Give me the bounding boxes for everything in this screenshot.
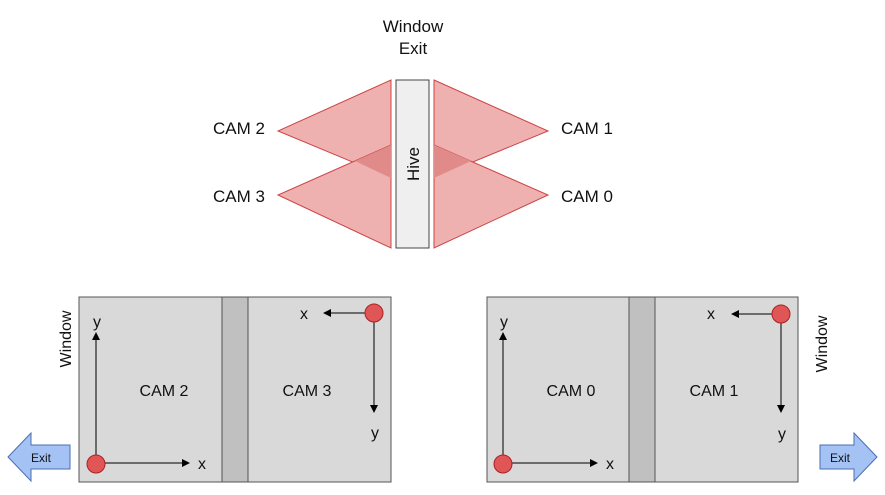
left-origin-dot xyxy=(86,454,106,474)
cam2-label: CAM 2 xyxy=(213,119,265,138)
left-fov-overlap xyxy=(355,145,391,178)
left-cam-label-b: CAM 3 xyxy=(283,383,332,400)
right-b-x-label: x xyxy=(707,306,715,323)
cam2-fov xyxy=(276,79,392,179)
left-b-x-label: x xyxy=(300,306,308,323)
right-fov-overlap xyxy=(434,145,471,178)
left-y-label: y xyxy=(93,314,101,331)
right-exit-label: Exit xyxy=(830,451,851,465)
left-camera-panel: Window CAM 2 CAM 3 y x x y Exit xyxy=(7,296,392,483)
right-x-label: x xyxy=(606,456,614,473)
left-x-label: x xyxy=(198,456,206,473)
cam1-fov xyxy=(433,79,550,179)
window-exit-label-line1: Window xyxy=(383,17,444,36)
left-b-y-label: y xyxy=(371,425,379,442)
right-origin-dot xyxy=(493,454,513,474)
right-cam-label-b: CAM 1 xyxy=(690,383,739,400)
left-exit-label: Exit xyxy=(31,451,52,465)
cam0-fov xyxy=(433,144,550,249)
right-panel-divider xyxy=(628,296,656,483)
cam3-fov xyxy=(276,144,392,249)
right-window-label: Window xyxy=(814,315,831,372)
cam0-label: CAM 0 xyxy=(561,187,613,206)
right-camera-panel: CAM 0 CAM 1 y x x y Window Exit xyxy=(486,296,878,483)
right-cam-label-a: CAM 0 xyxy=(547,383,596,400)
left-panel-divider xyxy=(221,296,249,483)
right-y-label: y xyxy=(500,314,508,331)
left-cam-label-a: CAM 2 xyxy=(140,383,189,400)
hive xyxy=(395,79,430,249)
top-view: Window Exit Hive CAM 2 CAM 3 CAM 1 CAM 0 xyxy=(213,17,613,249)
cam1-label: CAM 1 xyxy=(561,119,613,138)
right-b-y-label: y xyxy=(778,426,786,443)
window-exit-label-line2: Exit xyxy=(399,39,428,58)
right-exit-arrow xyxy=(819,431,878,483)
hive-label: Hive xyxy=(404,147,423,181)
left-b-origin-dot xyxy=(364,303,384,323)
left-exit-arrow xyxy=(7,431,71,483)
cam3-label: CAM 3 xyxy=(213,187,265,206)
left-window-label: Window xyxy=(58,310,75,367)
right-b-origin-dot xyxy=(771,304,791,324)
